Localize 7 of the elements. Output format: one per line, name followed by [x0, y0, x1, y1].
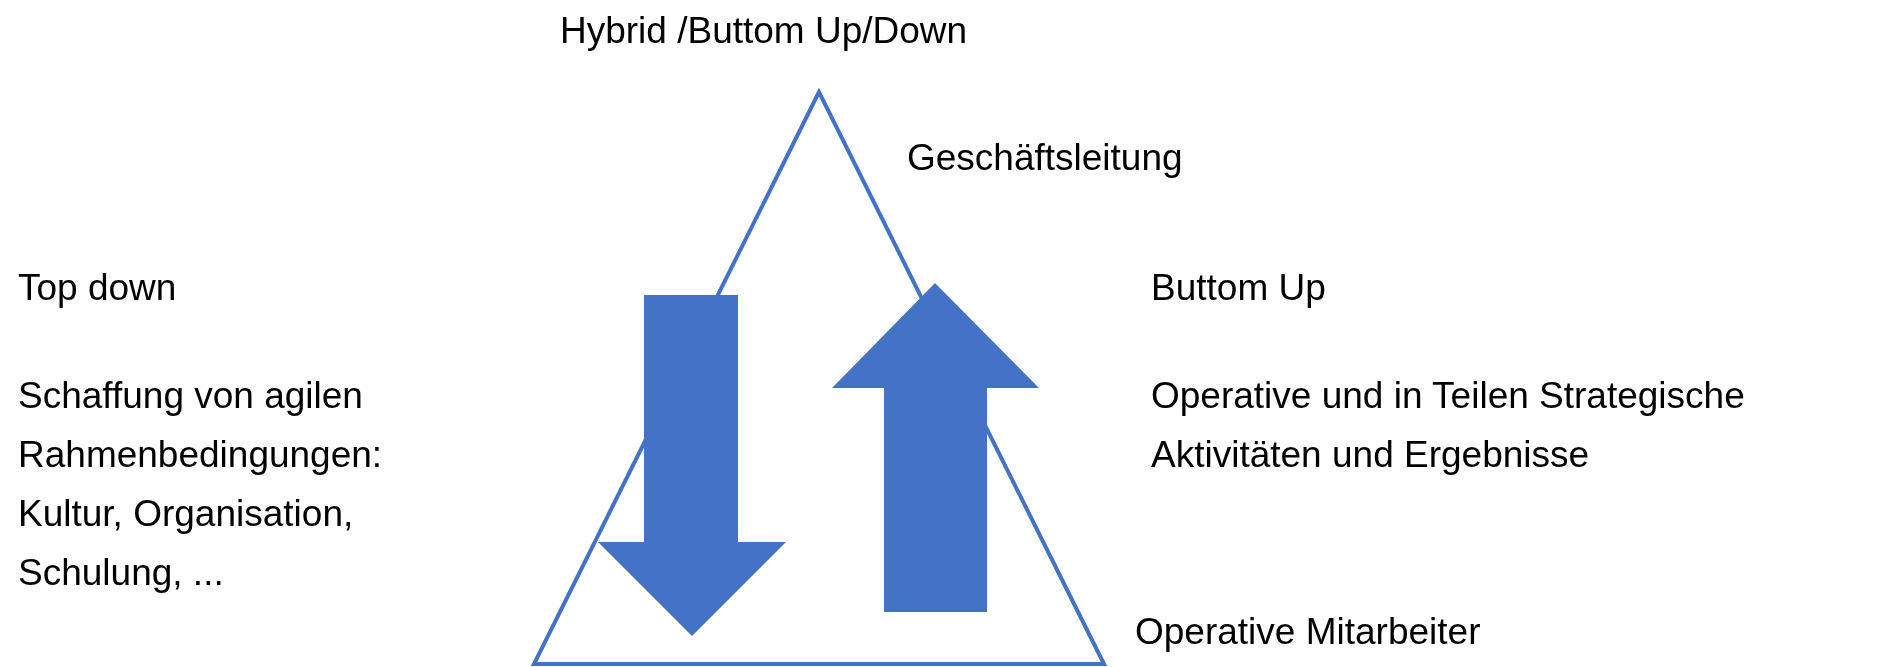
- text-label: Buttom Up: [1151, 266, 1326, 310]
- text-label: Schaffung von agilen Rahmenbedingungen: Kultur, Organisation, Schulung, ...: [18, 374, 384, 595]
- text-label: Top down: [18, 266, 177, 310]
- text-label: Operative Mitarbeiter: [1135, 610, 1481, 654]
- diagram-title: Hybrid /Buttom Up/Down: [560, 9, 968, 53]
- text-label: Geschäftsleitung: [907, 136, 1183, 180]
- text-label: Operative und in Teilen Strategische Aktivitäten und Ergebnisse: [1151, 374, 1746, 477]
